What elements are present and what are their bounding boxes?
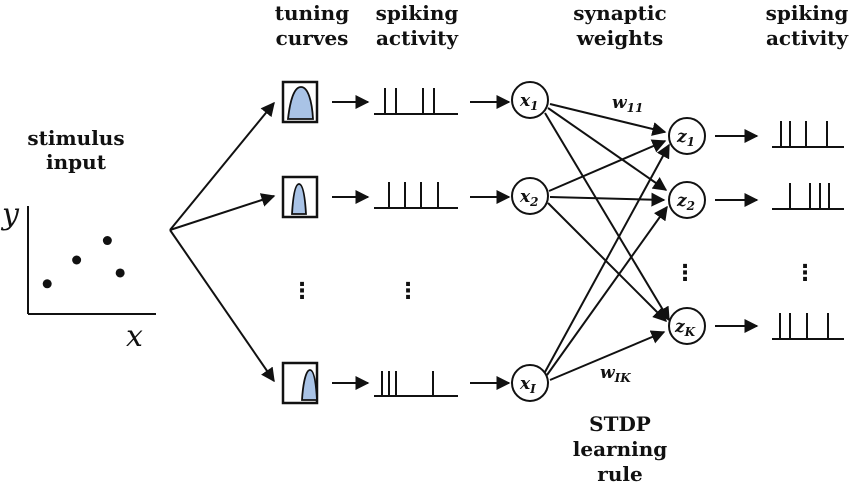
fan-arrow-middle bbox=[169, 193, 276, 231]
header-tuning-line2: curves bbox=[276, 26, 349, 50]
svg-text:z1: z1 bbox=[676, 127, 695, 149]
synapse-x1-z2 bbox=[547, 107, 668, 191]
output-node-z1: z1 bbox=[668, 117, 706, 155]
synapse-xI-zK bbox=[549, 330, 666, 381]
ellipsis-output-nodes: ⋮ bbox=[674, 261, 696, 286]
stimulus-points bbox=[42, 236, 125, 289]
tuning-curve-shape bbox=[286, 86, 314, 120]
synapse-x2-zK bbox=[547, 202, 667, 322]
header-tuning-curves: tuning curves bbox=[275, 1, 349, 50]
svg-text:x1: x1 bbox=[519, 91, 539, 113]
header-synaptic-weights: synaptic weights bbox=[573, 1, 666, 50]
header-synaptic-line1: synaptic bbox=[573, 1, 666, 25]
stdp-line1: STDP bbox=[589, 412, 651, 436]
ellipsis-tuning: ⋮ bbox=[291, 279, 313, 304]
spike-train-input-3 bbox=[374, 371, 458, 397]
tuning-curve-2 bbox=[281, 175, 319, 219]
input-node-x1: x1 bbox=[511, 81, 549, 119]
ellipsis-spikes-out: ⋮ bbox=[794, 261, 816, 286]
fan-arrow-top bbox=[169, 101, 275, 231]
synapse-x2-z1 bbox=[548, 139, 667, 192]
svg-text:x2: x2 bbox=[519, 187, 539, 209]
input-node-xI: xI bbox=[511, 364, 549, 402]
header-spiking-activity-output: spiking activity bbox=[766, 1, 850, 50]
tuning-curve-shape bbox=[291, 183, 307, 215]
synapse-x1-z1 bbox=[549, 103, 667, 136]
stimulus-point bbox=[102, 236, 112, 246]
header-spiking-out-line1: spiking bbox=[766, 1, 849, 25]
spike-train-output-1 bbox=[772, 121, 844, 148]
svg-text:zK: zK bbox=[674, 317, 696, 339]
tuning-curve-1 bbox=[281, 80, 319, 124]
spike-train-output-2 bbox=[772, 183, 844, 210]
stimulus-x-label: x bbox=[126, 319, 143, 354]
input-node-x2: x2 bbox=[511, 177, 549, 215]
fan-out-arrows bbox=[169, 101, 276, 383]
synapse-x1-zK bbox=[544, 112, 670, 322]
spike-train-input-1 bbox=[374, 88, 458, 115]
output-node-z2: z2 bbox=[668, 181, 706, 219]
synaptic-connections bbox=[544, 103, 670, 381]
svg-text:xI: xI bbox=[519, 374, 536, 396]
ellipsis-spikes-in: ⋮ bbox=[397, 279, 419, 304]
stimulus-point bbox=[72, 255, 82, 265]
stimulus-point bbox=[42, 279, 52, 289]
stimulus-input: stimulus input y x bbox=[0, 126, 156, 354]
weight-label-wIK: wIK bbox=[600, 363, 631, 385]
header-spiking-out-line2: activity bbox=[766, 26, 849, 50]
spike-train-input-2 bbox=[374, 182, 458, 209]
weight-label-w11: w11 bbox=[612, 93, 643, 115]
stimulus-y-label: y bbox=[0, 197, 20, 232]
fan-arrow-bottom bbox=[169, 229, 275, 383]
stdp-line2: learning bbox=[573, 437, 667, 461]
tuning-curve-3 bbox=[281, 361, 319, 405]
svg-text:z2: z2 bbox=[676, 191, 695, 213]
stdp-line3: rule bbox=[597, 462, 642, 486]
stdp-learning-rule-label: STDP learning rule bbox=[573, 412, 667, 486]
header-tuning-line1: tuning bbox=[275, 1, 349, 25]
header-spiking-activity-input: spiking activity bbox=[376, 1, 460, 50]
header-spiking-in-line2: activity bbox=[376, 26, 459, 50]
output-node-zK: zK bbox=[668, 307, 706, 345]
tuning-curve-shape bbox=[301, 369, 318, 401]
synapse-x2-z2 bbox=[549, 192, 666, 207]
header-synaptic-line2: weights bbox=[576, 26, 664, 50]
synapse-xI-z1 bbox=[544, 143, 670, 373]
synapse-xI-z2 bbox=[546, 205, 668, 376]
stimulus-label-line1: stimulus bbox=[27, 126, 124, 150]
header-spiking-in-line1: spiking bbox=[376, 1, 459, 25]
stimulus-point bbox=[115, 268, 125, 278]
stimulus-label-line2: input bbox=[46, 150, 107, 174]
spike-train-output-3 bbox=[772, 313, 844, 340]
